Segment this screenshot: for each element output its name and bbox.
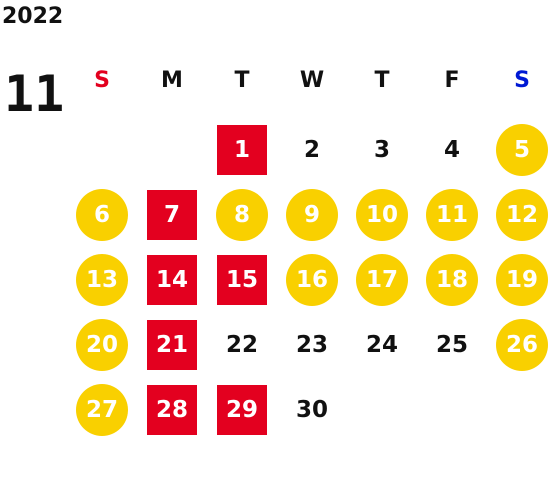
day-circle-marker: 8 [216,189,268,241]
day-cell[interactable]: 27 [72,384,132,436]
day-circle-marker: 11 [426,189,478,241]
day-cell[interactable]: 17 [352,254,412,306]
day-square-marker: 7 [147,190,197,240]
weekday-header: F [444,67,460,93]
day-number: 22 [225,332,258,358]
day-cell[interactable]: 1 [212,125,272,175]
day-circle-marker: 20 [76,319,128,371]
day-circle-marker: 10 [356,189,408,241]
day-cell[interactable]: 30 [282,385,342,435]
day-square-marker: 14 [147,255,197,305]
day-cell[interactable]: 26 [492,319,548,371]
day-square-marker: 28 [147,385,197,435]
day-cell[interactable]: 22 [212,320,272,370]
day-circle-marker: 26 [496,319,548,371]
day-cell[interactable]: 20 [72,319,132,371]
day-cell[interactable]: 11 [422,189,482,241]
day-circle-marker: 16 [286,254,338,306]
day-cell[interactable]: 3 [352,125,412,175]
day-number: 23 [295,332,328,358]
day-cell[interactable]: 9 [282,189,342,241]
day-cell[interactable]: 21 [142,320,202,370]
day-cell[interactable]: 15 [212,255,272,305]
day-square-marker: 29 [217,385,267,435]
day-circle-marker: 6 [76,189,128,241]
day-circle-marker: 9 [286,189,338,241]
day-cell[interactable]: 6 [72,189,132,241]
weekday-header: W [299,67,325,93]
day-circle-marker: 5 [496,124,548,176]
day-cell[interactable]: 13 [72,254,132,306]
day-circle-marker: 19 [496,254,548,306]
day-number: 2 [303,137,320,163]
day-cell[interactable]: 23 [282,320,342,370]
weekday-header: M [161,67,183,93]
day-cell[interactable]: 16 [282,254,342,306]
day-number: 24 [365,332,398,358]
day-cell[interactable]: 2 [282,125,342,175]
day-number: 25 [435,332,468,358]
weekday-header: T [374,67,390,93]
day-square-marker: 21 [147,320,197,370]
year-label: 2022 [2,4,64,29]
day-circle-marker: 12 [496,189,548,241]
day-cell[interactable]: 19 [492,254,548,306]
day-square-marker: 1 [217,125,267,175]
day-circle-marker: 27 [76,384,128,436]
day-cell[interactable]: 7 [142,190,202,240]
day-number: 4 [443,137,460,163]
day-cell[interactable]: 24 [352,320,412,370]
day-circle-marker: 13 [76,254,128,306]
weekday-header: S [514,67,530,93]
day-cell[interactable]: 10 [352,189,412,241]
day-square-marker: 15 [217,255,267,305]
day-cell[interactable]: 8 [212,189,272,241]
day-cell[interactable]: 25 [422,320,482,370]
day-cell[interactable]: 4 [422,125,482,175]
day-circle-marker: 18 [426,254,478,306]
day-cell[interactable]: 29 [212,385,272,435]
weekday-header: T [234,67,250,93]
day-cell[interactable]: 14 [142,255,202,305]
day-circle-marker: 17 [356,254,408,306]
day-cell[interactable]: 18 [422,254,482,306]
day-cell[interactable]: 28 [142,385,202,435]
day-number: 30 [295,397,328,423]
month-label: 11 [4,65,65,123]
day-cell[interactable]: 12 [492,189,548,241]
day-number: 3 [373,137,390,163]
day-cell[interactable]: 5 [492,124,548,176]
weekday-header: S [94,67,110,93]
